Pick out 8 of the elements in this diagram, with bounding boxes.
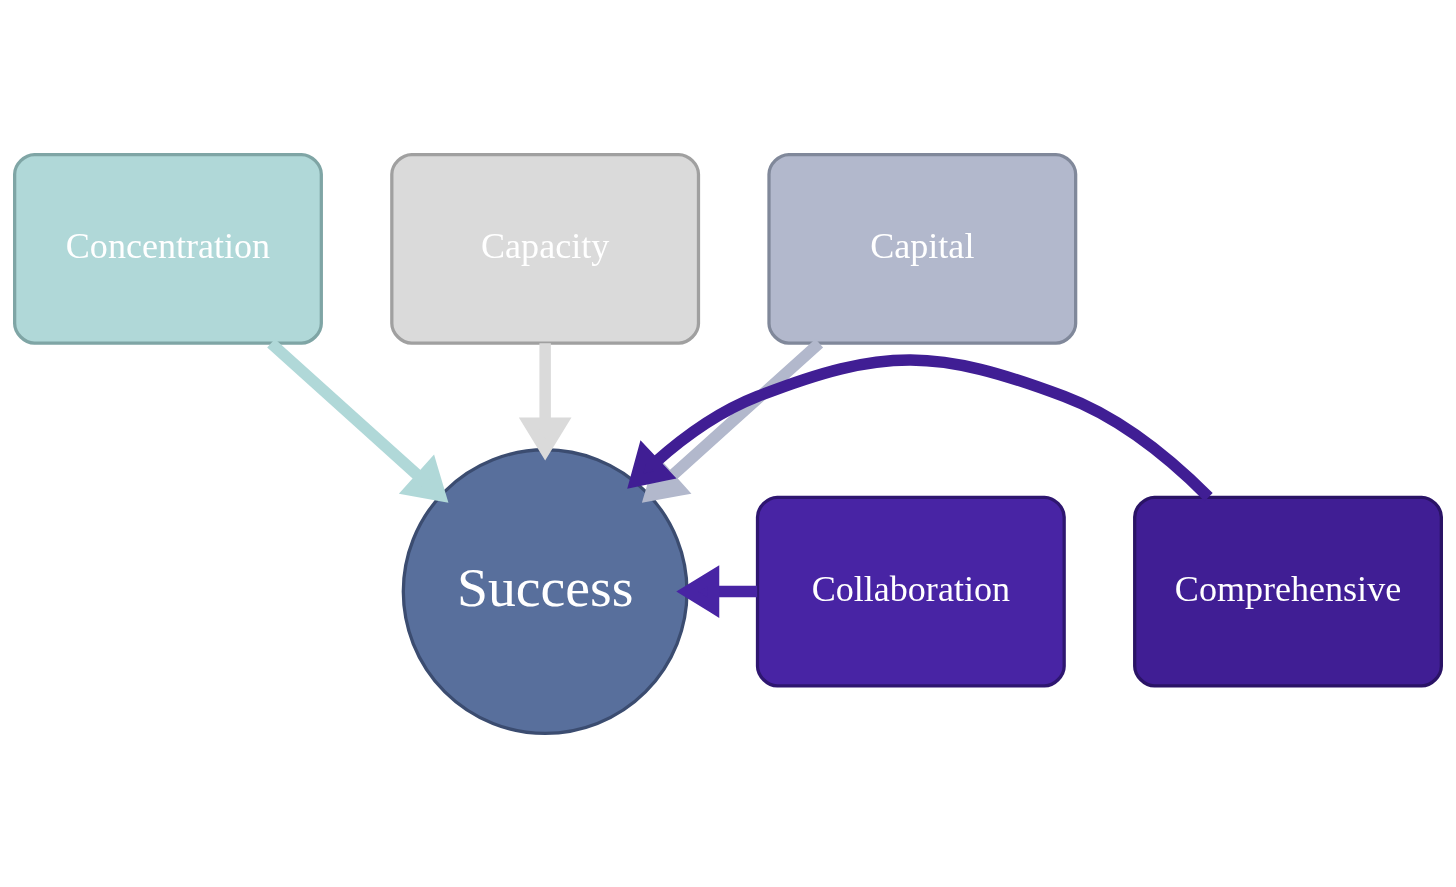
node-box: Comprehensive <box>1133 495 1443 687</box>
arrow <box>518 342 572 461</box>
node-circle: Success <box>401 447 689 735</box>
node-box: Capital <box>767 152 1078 345</box>
node-box: Collaboration <box>755 495 1066 687</box>
node-box: Concentration <box>13 152 323 345</box>
arrow <box>676 564 758 618</box>
arrow <box>267 338 449 503</box>
